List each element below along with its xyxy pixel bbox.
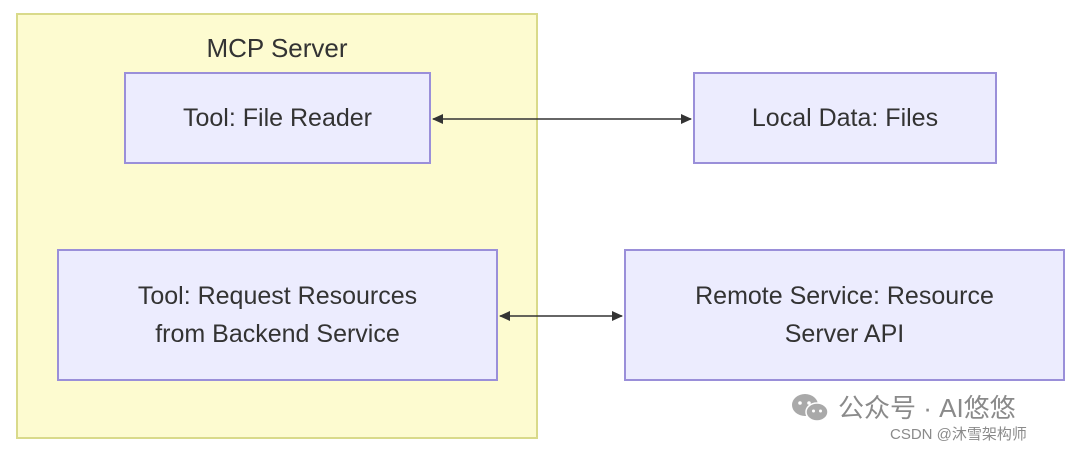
watermark-csdn: CSDN @沐雪架构师	[890, 426, 1027, 443]
watermark-wechat: 公众号 · AI悠悠	[790, 392, 1016, 424]
node-remote-service: Remote Service: Resource Server API	[624, 249, 1065, 381]
node-label-line-2: from Backend Service	[155, 320, 400, 348]
node-local-data: Local Data: Files	[693, 72, 997, 164]
node-label: Tool: Request Resources from Backend Ser…	[138, 277, 417, 353]
node-label: Remote Service: Resource Server API	[695, 277, 994, 353]
node-request-resources: Tool: Request Resources from Backend Ser…	[57, 249, 498, 381]
node-label-line-1: Remote Service: Resource	[695, 282, 994, 310]
node-label-line-1: Tool: Request Resources	[137, 282, 418, 310]
node-label: Tool: File Reader	[183, 104, 372, 132]
group-title: MCP Server	[206, 33, 348, 63]
node-label-line-2: Server API	[784, 320, 905, 348]
node-file-reader: Tool: File Reader	[124, 72, 431, 164]
node-label: Local Data: Files	[751, 104, 939, 132]
watermark-account: 公众号 · AI悠悠	[838, 393, 1016, 423]
wechat-icon	[792, 394, 829, 422]
